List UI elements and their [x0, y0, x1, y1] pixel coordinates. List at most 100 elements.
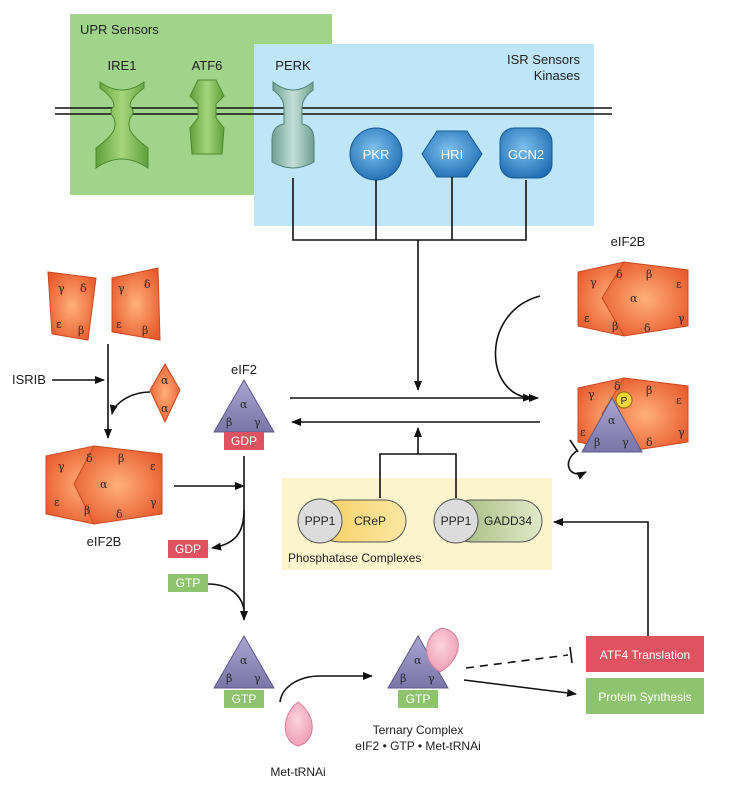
b7: β: [142, 324, 148, 337]
b6: β: [78, 324, 84, 337]
gdp-released-badge: [168, 540, 208, 558]
a1: α: [630, 292, 638, 305]
gtp-join-curve: [207, 583, 245, 611]
gadd34-label: GADD34: [484, 514, 532, 528]
alpha-join-curve: [109, 391, 151, 415]
g4: γ: [678, 426, 685, 439]
perk-label: PERK: [275, 58, 311, 73]
ppp1-b-icon: [433, 498, 479, 544]
d3: δ: [614, 380, 621, 393]
g5: γ: [622, 436, 629, 449]
ternary-title: Ternary Complex: [373, 723, 464, 737]
hri-label: HRI: [441, 147, 463, 162]
eif2-phospho-triangle: [581, 396, 643, 453]
eif2b-binding-curve: [494, 295, 541, 402]
e9: ε: [54, 496, 60, 509]
inhibit-bar: [569, 439, 579, 453]
e7: ε: [116, 318, 122, 331]
d4: δ: [646, 436, 653, 449]
ppp1-b-label: PPP1: [441, 514, 472, 528]
gcn2-icon: [499, 127, 553, 179]
ternary-trna-icon: [426, 627, 459, 673]
g9: γ: [58, 460, 65, 473]
atf4-feedback-arrow: [553, 518, 649, 636]
g11: γ: [254, 416, 261, 429]
atf6-icon: [189, 79, 225, 155]
d10: δ: [116, 508, 123, 521]
atf6-label: ATF6: [192, 58, 223, 73]
b13: β: [400, 672, 406, 685]
ppp1-a-label: PPP1: [305, 514, 336, 528]
phosphate-badge: [615, 391, 633, 409]
ternary-gtp-label: GTP: [406, 692, 431, 706]
ternary-gtp-badge: [398, 690, 438, 708]
gcn2-label: GCN2: [508, 147, 544, 162]
b2: β: [646, 268, 652, 281]
g10: γ: [150, 496, 157, 509]
ternary-subtitle: eIF2 • GTP • Met-tRNAi: [355, 739, 481, 753]
d9: δ: [86, 452, 93, 465]
b11: β: [226, 416, 232, 429]
met-trnai-label: Met-tRNAi: [270, 765, 325, 779]
protein-synthesis-label: Protein Synthesis: [598, 690, 691, 704]
a11: α: [240, 398, 248, 411]
crep-label: CReP: [354, 514, 386, 528]
b12: β: [226, 672, 232, 685]
ternary-atf4-bar: [569, 646, 573, 664]
eif2b-top-label: eIF2B: [611, 234, 646, 249]
a7: α: [161, 374, 169, 387]
b1: β: [612, 320, 618, 333]
gdp-released-label: GDP: [175, 542, 201, 556]
isr-kinases-title: Kinases: [534, 68, 581, 83]
eif2b-gde-subunit-2: [111, 267, 161, 341]
d7: δ: [144, 278, 151, 291]
atf4-translation-box: [586, 636, 704, 672]
eif2b-left-label: eIF2B: [87, 534, 122, 549]
g2: γ: [678, 312, 685, 325]
a12: α: [240, 654, 248, 667]
e1: ε: [584, 312, 590, 325]
ternary-protein-arrow: [463, 679, 577, 697]
isrib-label: ISRIB: [12, 372, 46, 387]
d1: δ: [616, 268, 623, 281]
e3: ε: [580, 426, 586, 439]
inhibit-loop: [567, 449, 587, 480]
e2: ε: [676, 278, 682, 291]
ire1-label: IRE1: [108, 58, 137, 73]
e10: ε: [150, 460, 156, 473]
d2: δ: [644, 322, 651, 335]
gtp-label: GTP: [232, 692, 257, 706]
eif2b-alpha-subunit: [149, 362, 181, 424]
ternary-atf4-dashed: [465, 654, 569, 669]
d6: δ: [80, 282, 87, 295]
phosphatase-title: Phosphatase Complexes: [288, 551, 421, 565]
b9: β: [84, 504, 90, 517]
eif2-gtp-triangle: [213, 634, 275, 689]
kinase-connector: [292, 178, 527, 241]
g12: γ: [254, 672, 261, 685]
trna-join-curve: [279, 672, 373, 703]
e4: ε: [676, 394, 682, 407]
met-trnai-icon: [284, 701, 313, 747]
gtp-badge: [224, 690, 264, 708]
eif2b-right-half: [73, 445, 163, 525]
g7: γ: [118, 282, 125, 295]
g13: γ: [428, 672, 435, 685]
g1: γ: [590, 276, 597, 289]
a13: α: [414, 654, 422, 667]
perk-icon: [271, 80, 315, 169]
b5: β: [594, 436, 600, 449]
hri-icon: [421, 130, 483, 178]
eif2b-top-right-half: [601, 261, 689, 337]
eif2-label: eIF2: [231, 362, 257, 377]
a8: α: [161, 402, 169, 415]
gtp-added-label: GTP: [176, 576, 201, 590]
g6: γ: [58, 282, 65, 295]
phosphate-label: P: [621, 396, 628, 407]
gdp-badge: [224, 432, 264, 450]
a3: α: [608, 414, 616, 427]
b3: β: [646, 384, 652, 397]
b10: β: [118, 452, 124, 465]
a9: α: [100, 478, 108, 491]
